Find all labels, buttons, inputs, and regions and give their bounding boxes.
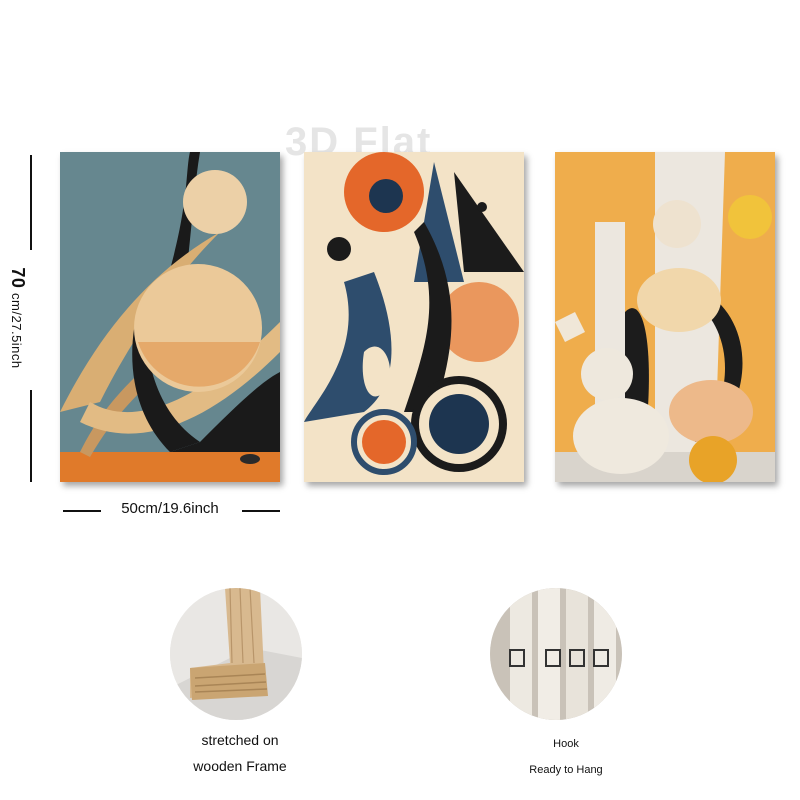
width-dimension-label: 50cm/19.6inch — [121, 500, 219, 517]
panel-middle — [304, 152, 524, 482]
feature-caption-hook-line1: Hook — [553, 738, 579, 750]
hook-icon — [490, 588, 622, 720]
feature-caption-frame-line1: stretched on — [201, 732, 279, 748]
panel-left — [60, 152, 280, 482]
height-dimension-line-bottom — [30, 390, 32, 482]
feature-caption-hook-line2: Ready to Hang — [529, 764, 603, 776]
width-dimension-line-right — [242, 510, 280, 512]
wooden-frame-icon — [170, 588, 302, 720]
panel-right — [555, 152, 775, 482]
feature-caption-frame: stretched on wooden Frame — [170, 727, 310, 779]
feature-caption-frame-line2: wooden Frame — [193, 758, 287, 774]
feature-caption-hook: Hook Ready to Hang — [496, 731, 636, 783]
height-unit: cm/27.5inch — [9, 293, 24, 369]
width-dimension-line-left — [63, 510, 101, 512]
height-dimension-line-top — [30, 155, 32, 250]
height-dimension-label: 70 cm/27.5inch — [7, 267, 28, 368]
height-value: 70 — [8, 267, 28, 289]
